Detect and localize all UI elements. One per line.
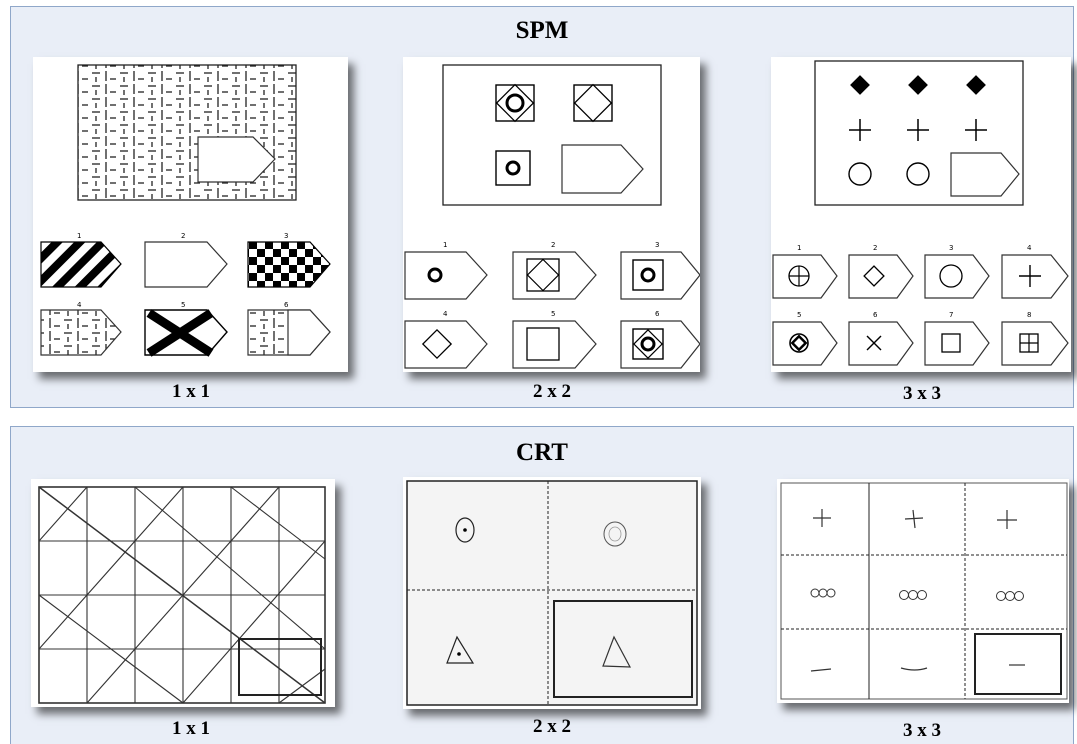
spm-title: SPM: [515, 17, 569, 44]
spm-1x1-option-3[interactable]: [247, 241, 331, 288]
crt-3x3-figure: [780, 482, 1068, 700]
crt-2x2-figure: [406, 480, 698, 706]
crt-2x2-card: [403, 477, 701, 709]
option-number: 4: [443, 310, 448, 318]
spm-2x2-option-3[interactable]: [620, 251, 700, 300]
crt-title: CRT: [516, 439, 568, 466]
crt-2x2-cell-2: [603, 521, 627, 547]
option-number: 6: [873, 311, 878, 319]
spm-1x1-missing-piece: [197, 136, 276, 183]
option-number: 6: [284, 301, 289, 309]
crt-3x3-circles-row: [810, 588, 1024, 601]
crt-1x1-card: [31, 479, 335, 707]
spm-3x3-label: 3 x 3: [903, 383, 941, 404]
option-number: 5: [181, 301, 185, 309]
spm-panel: SPM: [10, 6, 1074, 408]
spm-3x3-option-8[interactable]: [1001, 321, 1069, 366]
spm-2x2-option-2[interactable]: [512, 251, 597, 300]
spm-2x2-option-1[interactable]: [404, 251, 488, 300]
spm-2x2-cell-2: [573, 83, 613, 123]
crt-2x2-answer-triangle: [602, 635, 632, 668]
spm-2x2-missing-piece: [561, 144, 644, 194]
spm-2x2-card: 1 2 3 4 5 6: [403, 57, 700, 372]
spm-3x3-option-3[interactable]: [924, 254, 990, 299]
spm-2x2-cell-1: [495, 83, 535, 123]
crt-3x3-label: 3 x 3: [903, 720, 941, 741]
spm-3x3-option-4[interactable]: [1001, 254, 1069, 299]
option-number: 2: [181, 232, 185, 240]
spm-3x3-card: 1 2 3 4 5 6 7 8: [771, 57, 1071, 372]
spm-3x3-missing-piece: [950, 152, 1020, 197]
option-number: 6: [655, 310, 660, 318]
option-number: 5: [797, 311, 801, 319]
option-number: 3: [949, 244, 953, 252]
spm-1x1-option-6[interactable]: [247, 309, 331, 356]
spm-2x2-figure: 1 2 3 4 5 6: [404, 64, 700, 369]
option-number: 2: [873, 244, 877, 252]
spm-1x1-option-1[interactable]: [40, 241, 122, 288]
option-number: 5: [551, 310, 555, 318]
spm-1x1-option-2[interactable]: [144, 241, 228, 288]
spm-2x2-option-5[interactable]: [512, 320, 597, 369]
crt-2x2-label: 2 x 2: [533, 716, 571, 737]
spm-3x3-plus-row: [849, 119, 987, 141]
spm-1x1-matrix: [77, 64, 297, 201]
spm-1x1-option-5[interactable]: [144, 309, 228, 357]
spm-1x1-card: 1 2 3 4 5 6: [33, 57, 348, 372]
crt-1x1-label: 1 x 1: [172, 718, 210, 739]
spm-2x2-cell-3: [495, 150, 531, 186]
spm-2x2-option-4[interactable]: [404, 320, 488, 369]
crt-2x2-cell-3: [446, 635, 475, 664]
option-number: 1: [443, 241, 447, 249]
spm-3x3-option-5[interactable]: [772, 321, 838, 366]
crt-3x3-plus-row: [813, 509, 1017, 529]
option-number: 3: [655, 241, 659, 249]
spm-1x1-label: 1 x 1: [172, 381, 210, 402]
crt-2x2-missing-region: [553, 600, 693, 698]
option-number: 4: [77, 301, 82, 309]
option-number: 1: [77, 232, 81, 240]
crt-2x2-cell-1: [455, 517, 475, 543]
option-number: 7: [949, 311, 953, 319]
option-number: 3: [284, 232, 288, 240]
crt-3x3-missing-region: [974, 633, 1062, 695]
spm-3x3-option-6[interactable]: [848, 321, 914, 366]
crt-3x3-card: [777, 479, 1069, 703]
spm-3x3-circle-row: [848, 162, 930, 186]
spm-3x3-option-2[interactable]: [848, 254, 914, 299]
option-number: 2: [551, 241, 555, 249]
crt-1x1-missing-region: [238, 638, 322, 696]
spm-3x3-figure: 1 2 3 4 5 6 7 8: [772, 60, 1069, 366]
crt-panel: CRT: [10, 426, 1074, 744]
spm-1x1-option-4[interactable]: [40, 309, 122, 356]
spm-1x1-figure: 1 2 3 4 5 6: [40, 64, 331, 357]
spm-3x3-option-1[interactable]: [772, 254, 838, 299]
option-number: 8: [1027, 311, 1031, 319]
spm-3x3-option-7[interactable]: [924, 321, 990, 366]
option-number: 4: [1027, 244, 1032, 252]
spm-2x2-label: 2 x 2: [533, 381, 571, 402]
spm-2x2-option-6[interactable]: [620, 320, 700, 369]
option-number: 1: [797, 244, 801, 252]
crt-3x3-dash-row: [810, 667, 928, 672]
crt-1x1-figure: [38, 486, 326, 704]
